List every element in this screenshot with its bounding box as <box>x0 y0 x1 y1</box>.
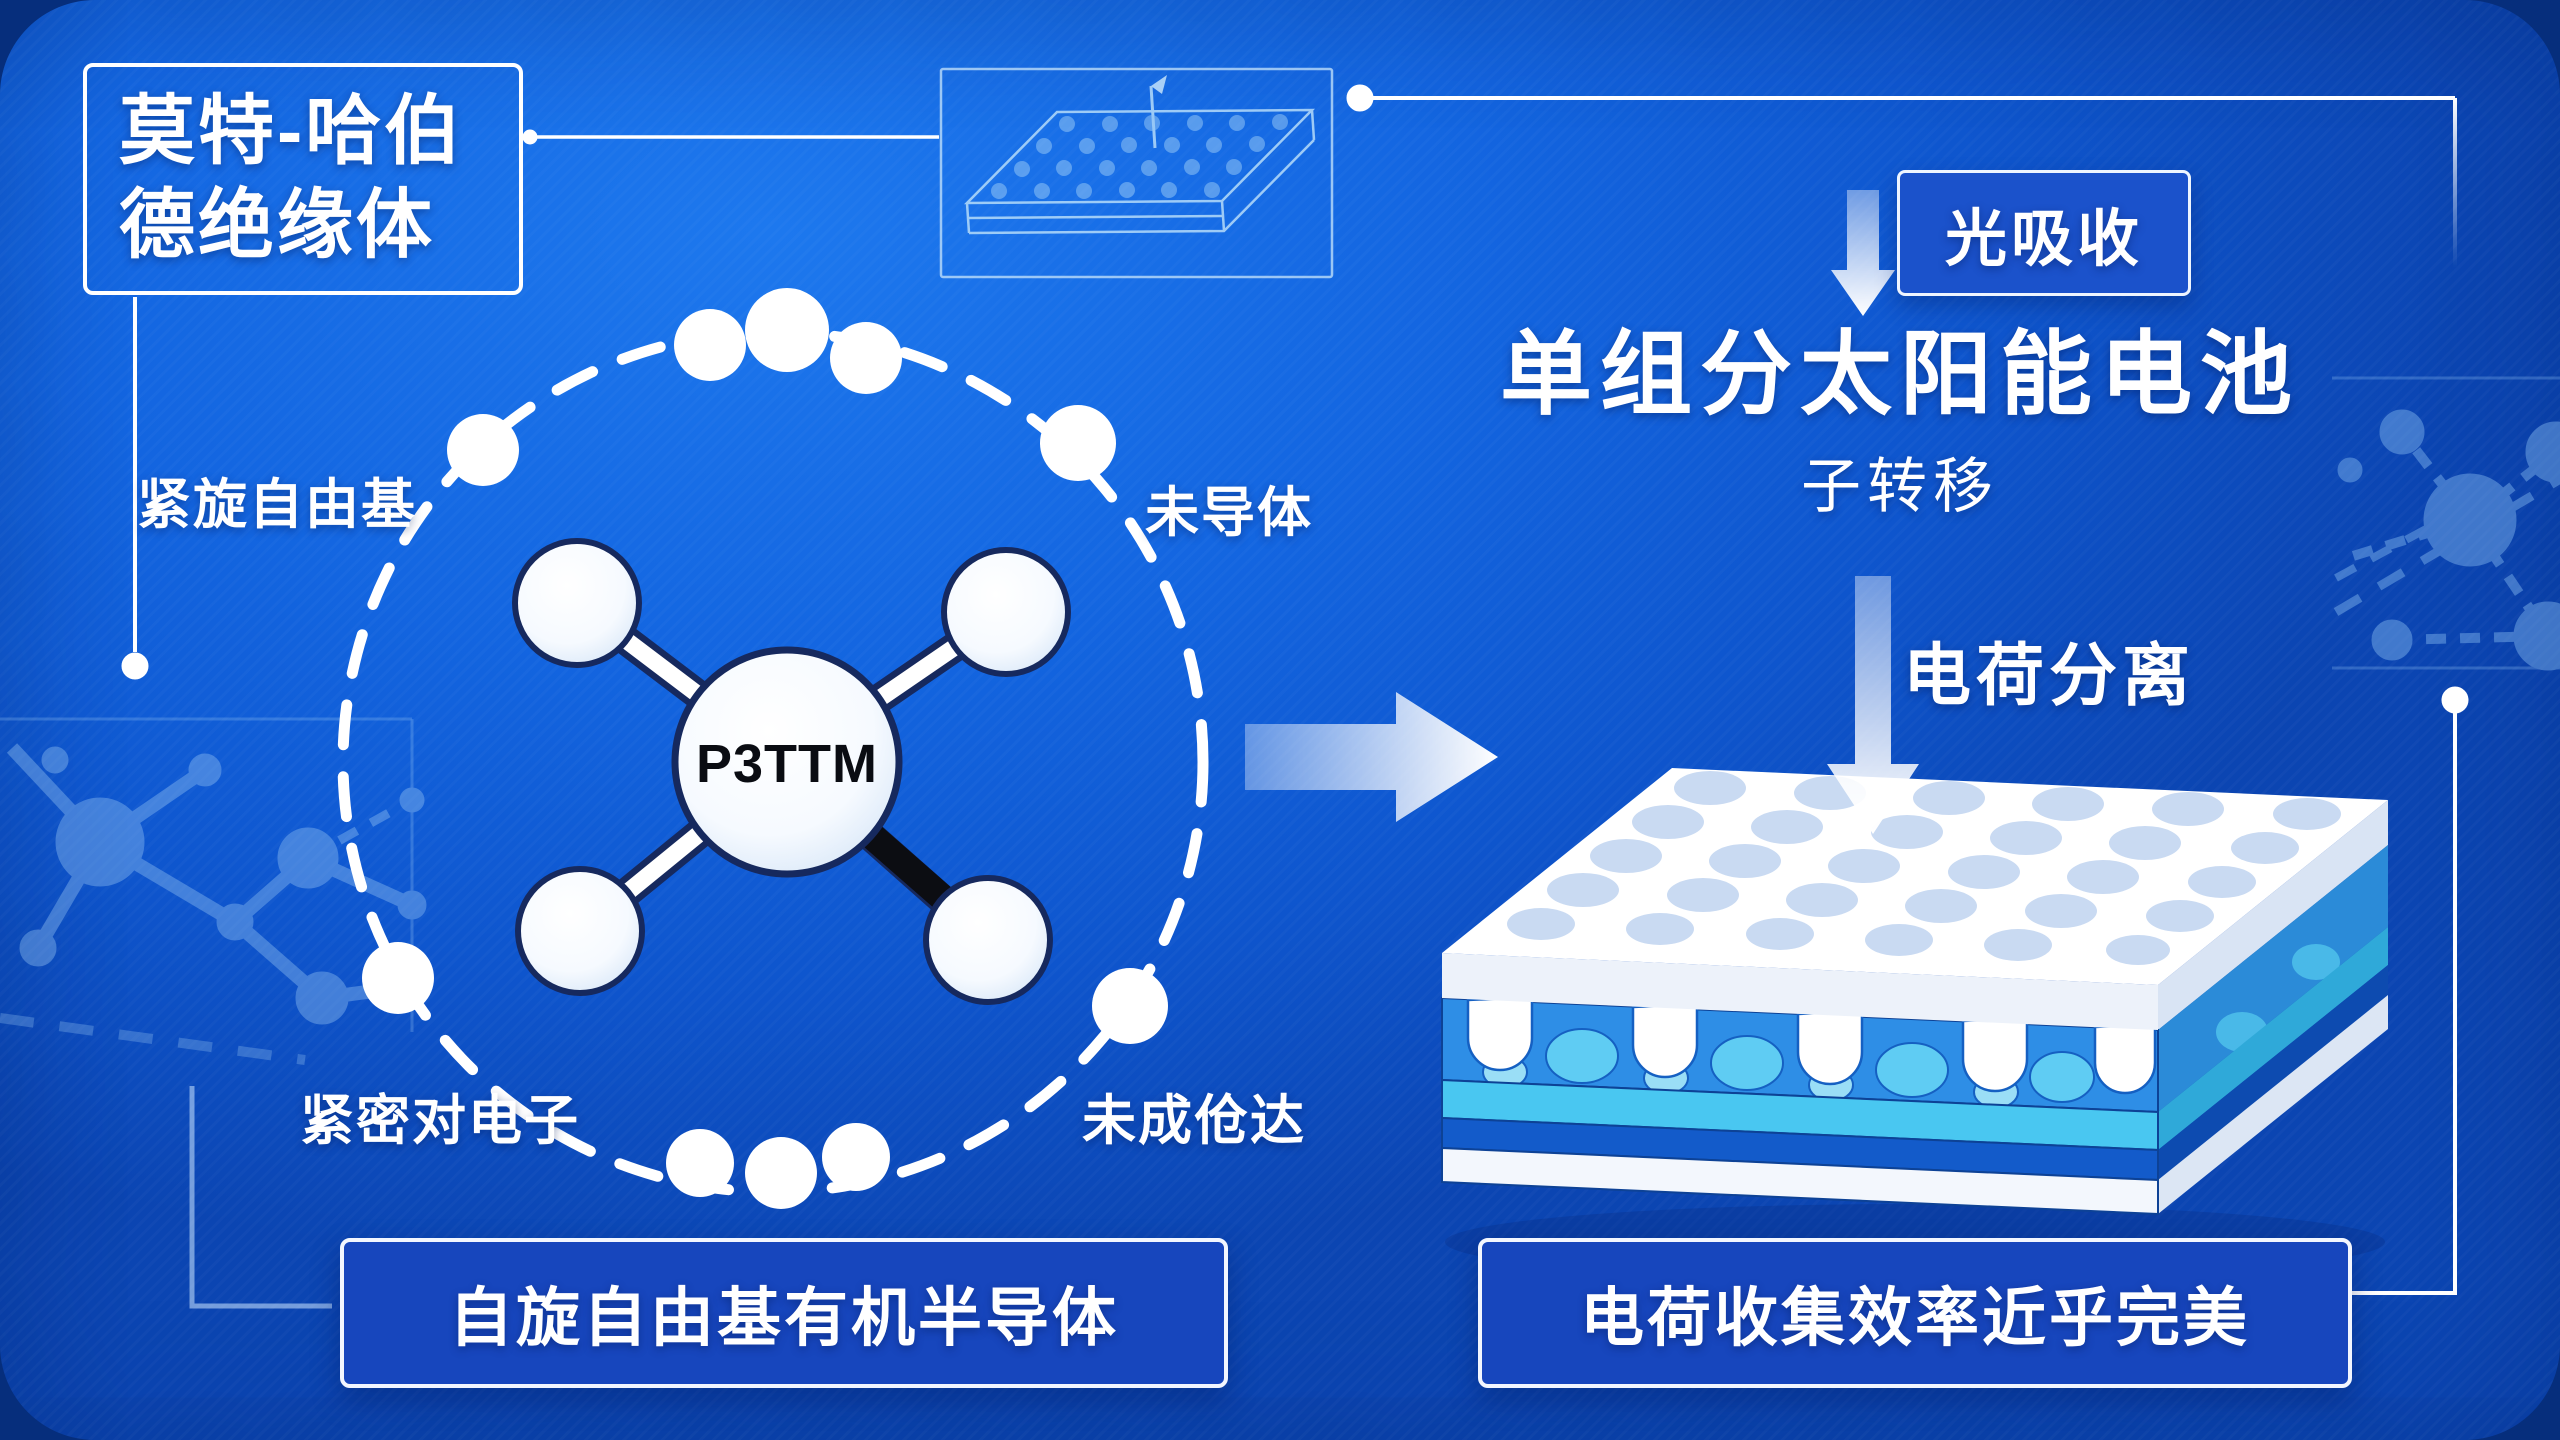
center-atom-sphere <box>671 646 903 878</box>
down-arrow-charge-separation-icon <box>1827 576 1919 834</box>
black-bond-segment <box>863 825 961 917</box>
right-arrow-icon <box>1245 692 1498 822</box>
atom-spheres <box>512 538 1071 1005</box>
ring-label-top-left: 紧旋自由基 <box>137 475 417 535</box>
charge-separation-label: 电荷分离 <box>1903 638 2196 714</box>
ring-label-bottom-left: 紧密对电子 <box>300 1091 580 1151</box>
down-arrow-absorption-icon <box>1831 190 1895 316</box>
right-caption-text: 电荷收集效率近乎完美 <box>1580 1282 2250 1354</box>
title-line-1: 莫特-哈伯 <box>119 88 464 174</box>
wireframe-slab-icon <box>939 67 1334 279</box>
white-domes <box>1466 995 2157 1095</box>
dashed-electron-ring <box>337 288 1209 1209</box>
right-caption-banner: 电荷收集效率近乎完美 <box>1478 1238 2352 1388</box>
p3ttm-molecule-icon: P3TTM <box>512 538 1071 1005</box>
solar-cell-headline: 单组分太阳能电池 <box>1499 324 2300 426</box>
molecule-center-label: P3TTM <box>696 734 878 794</box>
light-absorption-text: 光吸收 <box>1944 205 2143 274</box>
connector-lines <box>121 84 2469 1309</box>
molecule-network-decor-right-icon <box>2332 376 2560 671</box>
mott-hubbard-title-box: 莫特-哈伯 德绝缘体 <box>83 63 523 295</box>
solar-cell-stack-icon <box>1441 768 2388 1280</box>
molecule-network-decor-left-icon <box>0 717 427 1065</box>
title-line-2: 德绝缘体 <box>119 183 435 268</box>
ring-label-top-right: 未导体 <box>1145 483 1313 543</box>
electron-dots <box>362 288 1168 1209</box>
left-caption-text: 自旋自由基有机半导体 <box>449 1282 1119 1354</box>
light-absorption-badge: 光吸收 <box>1897 170 2191 296</box>
left-caption-banner: 自旋自由基有机半导体 <box>340 1238 1228 1388</box>
ring-label-bottom-right: 未成伧达 <box>1082 1091 1306 1151</box>
transfer-subtitle: 子转移 <box>1801 453 1999 520</box>
